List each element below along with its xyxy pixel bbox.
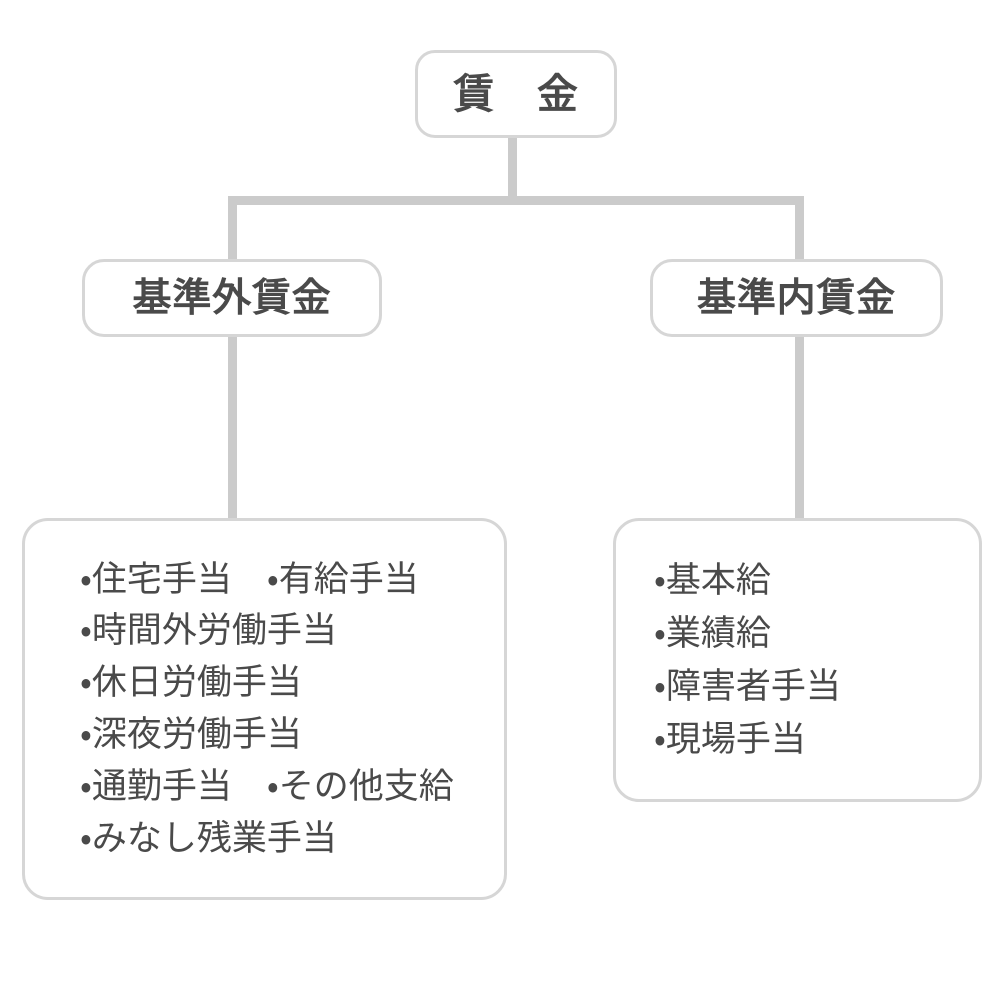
- list-item: ・深夜労働手当: [80, 715, 302, 754]
- list-item: ・基本給: [654, 560, 771, 600]
- list-item: ・通勤手当 ・その他支給: [80, 766, 454, 806]
- connector-root-stem: [508, 136, 517, 203]
- connector-horizontal-bus: [228, 196, 804, 205]
- node-root-wage[interactable]: 賃 金: [415, 50, 617, 138]
- list-item: ・時間外労働手当: [80, 611, 337, 651]
- list-item: ・現場手当: [654, 720, 806, 760]
- list-item: ・住宅手当 ・有給手当: [80, 559, 419, 599]
- node-kijunnai-label: 基準内賃金: [697, 276, 896, 320]
- node-kijunnai-items: ・基本給 ・業績給 ・障害者手当 ・現場手当: [613, 518, 982, 802]
- node-kijungai-items: ・住宅手当 ・有給手当 ・時間外労働手当 ・休日労働手当 ・深夜労働手当 ・通勤…: [22, 518, 507, 900]
- list-item: ・障害者手当: [654, 667, 841, 706]
- node-kijungai[interactable]: 基準外賃金: [82, 259, 382, 337]
- connector-bus-to-kijungai: [228, 196, 237, 266]
- list-item: ・業績給: [654, 613, 771, 653]
- connector-kijunnai-to-list: [795, 330, 804, 525]
- list-item: ・みなし残業手当: [80, 818, 337, 858]
- connector-bus-to-kijunnai: [795, 196, 804, 266]
- list-item: ・休日労働手当: [80, 663, 302, 703]
- node-kijunnai[interactable]: 基準内賃金: [650, 259, 943, 337]
- node-root-label: 賃 金: [453, 70, 579, 117]
- connector-kijungai-to-list: [228, 330, 237, 525]
- node-kijungai-label: 基準外賃金: [132, 276, 332, 320]
